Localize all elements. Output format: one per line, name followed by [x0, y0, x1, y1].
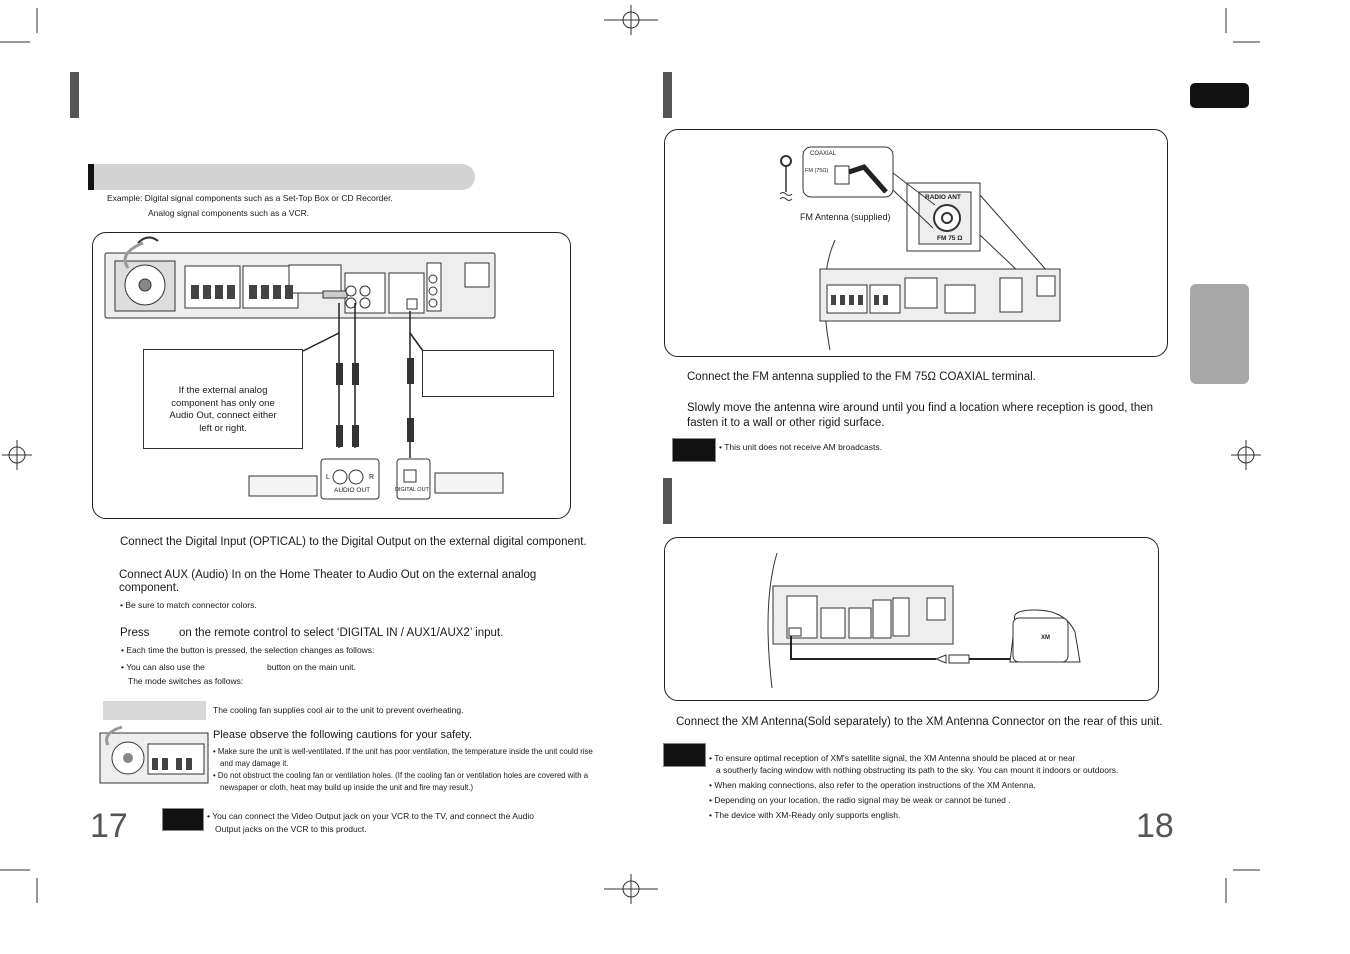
example-line-2: Analog signal components such as a VCR. — [148, 208, 310, 218]
connection-diagram-panel: If the external analog component has onl… — [92, 232, 571, 519]
xm-antenna-diagram-panel: XM — [664, 537, 1159, 701]
note-label-box — [162, 808, 204, 831]
digital-callout-box — [422, 350, 554, 397]
step-2-line-1: Connect AUX (Audio) In on the Home Theat… — [119, 569, 537, 581]
note-am: • This unit does not receive AM broadcas… — [719, 442, 883, 452]
example-line-1: Example: Digital signal components such … — [107, 193, 393, 203]
page-number-right: 18 — [1136, 807, 1174, 845]
step-3-bullet-2c: The mode switches as follows: — [128, 676, 244, 686]
fm-antenna-caption: FM Antenna (supplied) — [800, 212, 891, 222]
audio-l-label: L — [326, 474, 330, 481]
radio-ant-label: RADIO ANT — [925, 194, 961, 201]
fan-bullet-2-line-2: newspaper or cloth, heat may build up in… — [220, 783, 474, 792]
home-theater-rear-panel-illustration — [104, 236, 504, 500]
fm-75-small-label: FM (75Ω) — [805, 168, 829, 174]
step-2-line-2: component. — [119, 582, 180, 594]
xm-bullet-1-line-1: • To ensure optimal reception of XM's sa… — [709, 753, 1076, 763]
step-3-press: Press — [120, 627, 150, 639]
section-heading-bar — [70, 72, 79, 118]
audio-r-label: R — [369, 474, 375, 481]
fm-step-2-line-1: Slowly move the antenna wire around unti… — [687, 402, 1154, 414]
page-number-left: 17 — [90, 807, 128, 845]
xm-heading-bar — [663, 478, 672, 524]
fm-heading-bar — [663, 72, 672, 118]
step-3-bullet-1: • Each time the button is pressed, the s… — [121, 645, 375, 655]
fm-antenna-diagram-panel: COAXIAL FM (75Ω) RADIO ANT FM 75 Ω FM An… — [664, 129, 1168, 357]
fm-step-1: Connect the FM antenna supplied to the F… — [687, 371, 1036, 383]
fan-bullet-2-line-1: • Do not obstruct the cooling fan or ven… — [213, 771, 589, 780]
xm-bullet-2: • When making connections, also refer to… — [709, 780, 1036, 790]
note-label-box-xm — [663, 743, 706, 767]
coaxial-label: COAXIAL — [810, 151, 837, 157]
note-label-box-am — [672, 438, 716, 462]
fm-step-2-line-2: fasten it to a wall or other rigid surfa… — [687, 417, 885, 429]
xm-bullet-1-line-2: a southerly facing window with nothing o… — [716, 765, 1119, 775]
cooling-fan-intro: The cooling fan supplies cool air to the… — [213, 705, 464, 715]
fan-bullet-1-line-1: • Make sure the unit is well-ventilated.… — [213, 747, 593, 756]
step-3-text: on the remote control to select ‘DIGITAL… — [179, 627, 504, 639]
cooling-fan-heading-box — [103, 701, 206, 720]
step-3-bullet-2a: • You can also use the — [121, 662, 205, 672]
step-1-text: Connect the Digital Input (OPTICAL) to t… — [120, 536, 587, 548]
fm-antenna-illustration — [779, 146, 1061, 351]
language-tab-black — [1190, 83, 1249, 108]
chapter-tab-gray — [1190, 284, 1249, 384]
step-2-bullet: • Be sure to match connector colors. — [120, 600, 257, 610]
note-line-1: • You can connect the Video Output jack … — [207, 811, 535, 821]
subsection-heading-marker — [88, 164, 94, 190]
xm-bullet-3: • Depending on your location, the radio … — [709, 795, 1011, 805]
cooling-fan-illustration — [99, 725, 209, 784]
digital-out-label: DIGITAL OUT — [395, 487, 429, 493]
analog-audio-callout: If the external analog component has onl… — [143, 349, 303, 449]
note-line-2: Output jacks on the VCR to this product. — [215, 824, 367, 834]
subsection-heading-pill — [88, 164, 475, 190]
xm-step-text: Connect the XM Antenna(Sold separately) … — [676, 716, 1163, 728]
fm75-terminal-label: FM 75 Ω — [937, 235, 963, 242]
xm-bullet-4: • The device with XM-Ready only supports… — [709, 810, 901, 820]
fan-bullet-1-line-2: and may damage it. — [220, 759, 289, 768]
xm-antenna-illustration — [767, 552, 1081, 689]
audio-out-label: AUDIO OUT — [334, 487, 371, 494]
cooling-fan-caution: Please observe the following cautions fo… — [213, 729, 473, 741]
xm-logo: XM — [1041, 635, 1050, 641]
step-3-bullet-2b: button on the main unit. — [267, 662, 356, 672]
